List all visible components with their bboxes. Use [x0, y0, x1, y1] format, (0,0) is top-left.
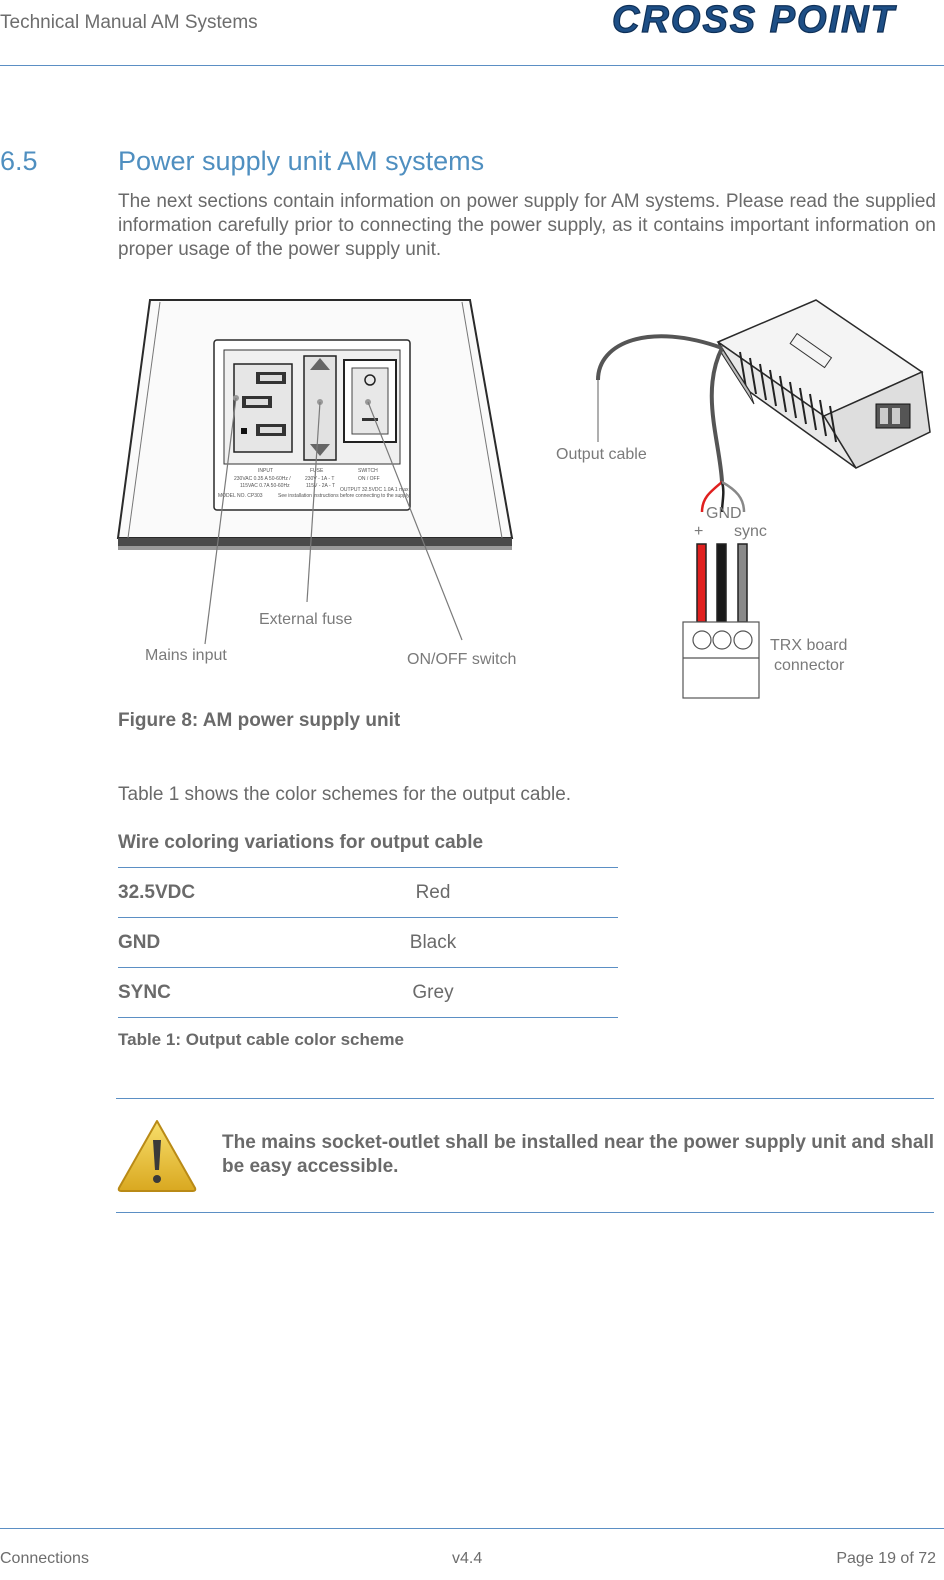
- label-external-fuse: External fuse: [259, 611, 352, 628]
- section-intro: The next sections contain information on…: [118, 191, 936, 260]
- label-output-cable: Output cable: [556, 446, 647, 463]
- table-row: GND Black: [118, 917, 618, 968]
- section-number: 6.5: [0, 146, 38, 176]
- footer-page-number: Page 19 of 72: [836, 1550, 936, 1567]
- table-cell-signal: GND: [118, 917, 368, 968]
- power-supply-figure: INPUT FUSE SWITCH 230VAC 0.35 A 50-60Hz …: [116, 299, 931, 699]
- wire-black: [716, 543, 727, 623]
- table-row: SYNC Grey: [118, 967, 618, 1018]
- psu-perspective-view: [716, 299, 931, 469]
- trx-board-connector: [682, 621, 760, 699]
- wire-red: [696, 543, 707, 623]
- svg-text:INPUT: INPUT: [258, 468, 273, 474]
- label-mains-input: Mains input: [145, 647, 227, 664]
- warning-bottom-divider: [116, 1212, 934, 1213]
- warning-top-divider: [116, 1098, 934, 1099]
- footer-chapter: Connections: [0, 1550, 89, 1567]
- label-gnd: GND: [706, 505, 742, 522]
- label-on-off-switch: ON/OFF switch: [407, 651, 516, 668]
- label-trx-board-line1: TRX board: [770, 637, 847, 654]
- table-reference-text: Table 1 shows the color schemes for the …: [118, 784, 572, 805]
- warning-triangle-icon: [117, 1120, 197, 1192]
- table-cell-color: Grey: [368, 967, 618, 1018]
- footer-version: v4.4: [452, 1550, 483, 1567]
- svg-text:See installation instructions: See installation instructions before con…: [278, 493, 410, 499]
- svg-text:SWITCH: SWITCH: [358, 468, 378, 474]
- psu-front-view: INPUT FUSE SWITCH 230VAC 0.35 A 50-60Hz …: [116, 299, 514, 550]
- svg-text:230V - 1A - T: 230V - 1A - T: [305, 476, 334, 482]
- warning-text: The mains socket-outlet shall be install…: [222, 1132, 934, 1177]
- svg-text:ON / OFF: ON / OFF: [358, 476, 380, 482]
- table-cell-signal: SYNC: [118, 967, 368, 1018]
- svg-text:MODEL NO. CP303: MODEL NO. CP303: [218, 493, 263, 499]
- table-title: Wire coloring variations for output cabl…: [118, 832, 484, 853]
- header-divider: [0, 65, 944, 66]
- output-wires: [696, 543, 748, 623]
- table-cell-color: Red: [368, 867, 618, 918]
- svg-text:230VAC 0.35 A 50-60Hz /: 230VAC 0.35 A 50-60Hz /: [234, 476, 291, 482]
- table-cell-color: Black: [368, 917, 618, 968]
- cross-point-logo: CROSS POINT: [612, 0, 897, 42]
- section-title: Power supply unit AM systems: [118, 146, 485, 176]
- label-trx-board-line2: connector: [774, 657, 845, 674]
- footer-divider: [0, 1528, 944, 1529]
- figure-caption: Figure 8: AM power supply unit: [118, 710, 401, 731]
- label-plus: +: [694, 523, 703, 540]
- table-row: 32.5VDC Red: [118, 867, 618, 918]
- svg-text:115VAC 0.7A 50-60Hz: 115VAC 0.7A 50-60Hz: [240, 483, 290, 489]
- wire-grey: [737, 543, 748, 623]
- table-cell-signal: 32.5VDC: [118, 867, 368, 918]
- svg-text:FUSE: FUSE: [310, 468, 324, 474]
- wire-color-table: 32.5VDC Red GND Black SYNC Grey: [118, 867, 618, 1018]
- logo-text: CROSS POINT: [612, 0, 897, 41]
- header-title: Technical Manual AM Systems: [0, 12, 258, 33]
- table-caption: Table 1: Output cable color scheme: [118, 1030, 404, 1049]
- label-sync: sync: [734, 523, 767, 540]
- svg-text:OUTPUT 32.5VDC 1.0A 1 max: OUTPUT 32.5VDC 1.0A 1 max: [340, 487, 409, 493]
- svg-text:115V - 2A - T: 115V - 2A - T: [306, 483, 335, 489]
